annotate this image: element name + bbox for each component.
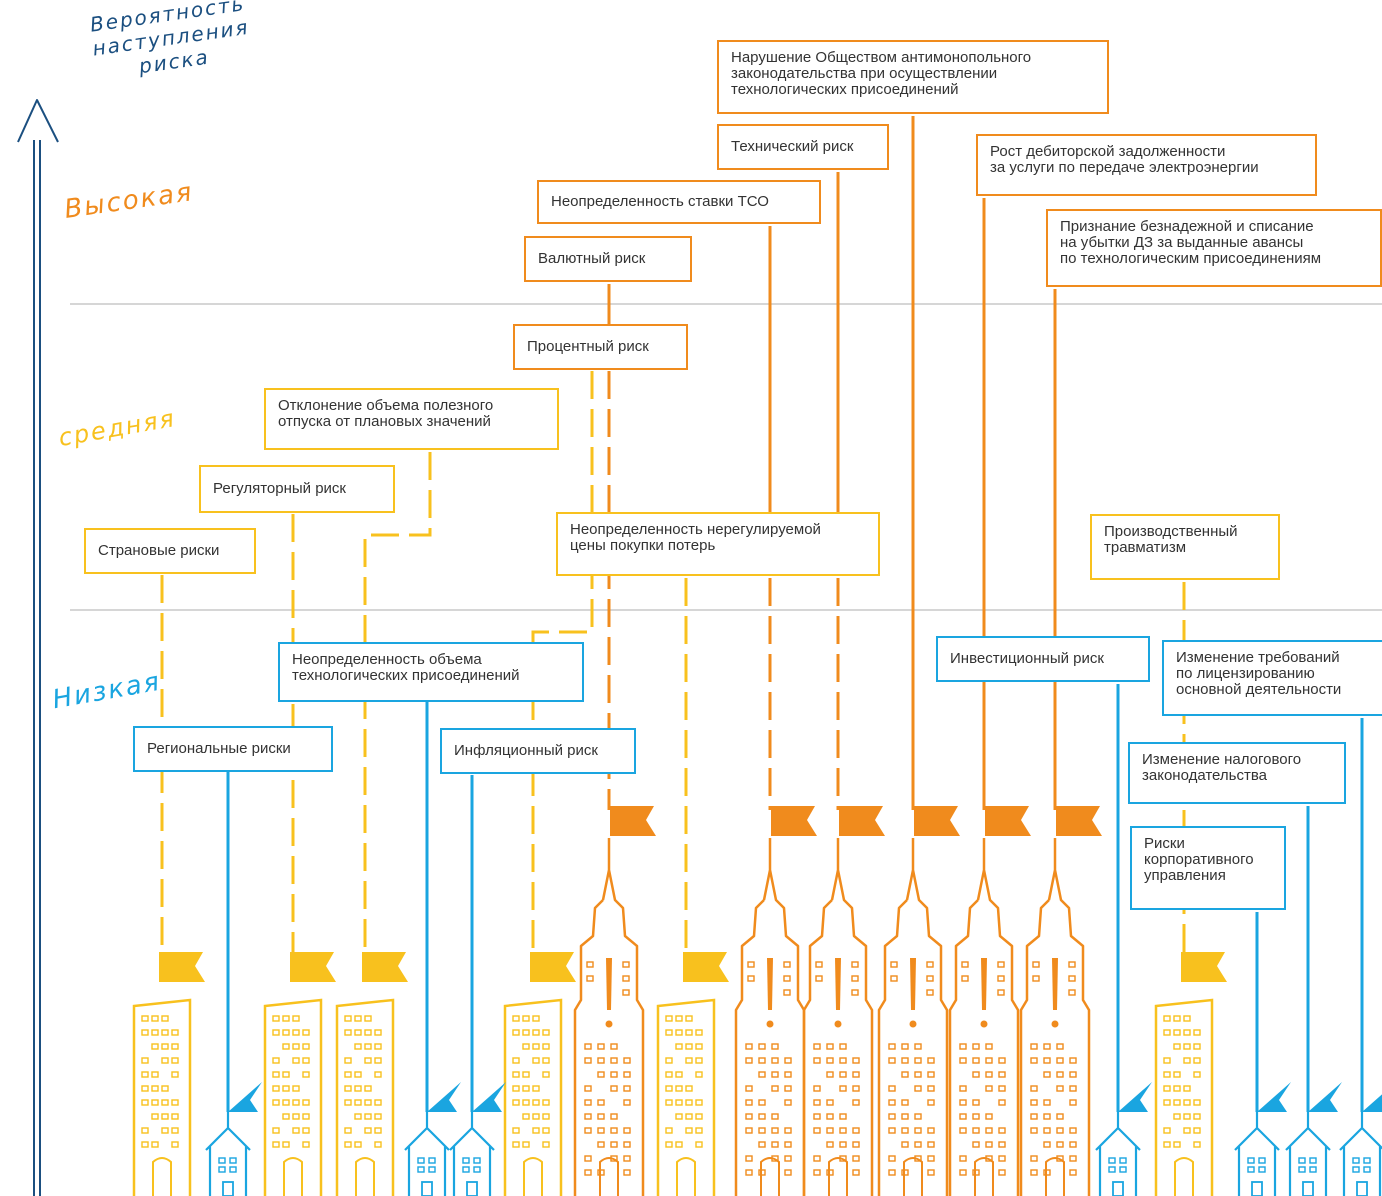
medium-flag xyxy=(1181,952,1227,982)
risk-label-line: технологических присоединений xyxy=(292,667,520,684)
risk-label-line: Инфляционный риск xyxy=(454,742,598,759)
risk-label-line: Инвестиционный риск xyxy=(950,650,1104,667)
risk-box-regional: Региональные риски xyxy=(133,726,333,772)
high-flag xyxy=(839,806,885,836)
high-flag xyxy=(985,806,1031,836)
risk-label-line: отпуска от плановых значений xyxy=(278,413,491,430)
risk-label-line: Регуляторный риск xyxy=(213,480,346,497)
low-risk-house xyxy=(1285,1112,1331,1196)
low-flag xyxy=(1308,1082,1342,1112)
risk-label-line: законодательства xyxy=(1142,767,1267,784)
medium-risk-building xyxy=(335,998,395,1196)
risk-label-line: Неопределенность объема xyxy=(292,651,482,668)
risk-label-line: Региональные риски xyxy=(147,740,291,757)
low-flag xyxy=(228,1082,262,1112)
medium-risk-building xyxy=(1154,998,1214,1196)
risk-label-line: Неопределенность ставки ТСО xyxy=(551,193,769,210)
medium-risk-building xyxy=(503,998,563,1196)
low-risk-house xyxy=(404,1112,450,1196)
high-flag xyxy=(610,806,656,836)
risk-label-line: Валютный риск xyxy=(538,250,646,267)
high-flag xyxy=(771,806,817,836)
medium-flag xyxy=(159,952,205,982)
risk-box-regulatory: Регуляторный риск xyxy=(199,465,395,513)
risk-label-line: Процентный риск xyxy=(527,338,649,355)
low-flag xyxy=(472,1082,506,1112)
risk-label-line: Технический риск xyxy=(731,138,854,155)
risk-label-line: технологических присоединений xyxy=(731,81,959,98)
axis-arrow xyxy=(17,99,59,1196)
risk-label-line: Признание безнадежной и списание xyxy=(1060,218,1314,235)
medium-flag xyxy=(362,952,408,982)
low-risk-house xyxy=(1339,1112,1382,1196)
risk-box-tso-rate: Неопределенность ставки ТСО xyxy=(537,180,821,224)
risk-label-line: Отклонение объема полезного xyxy=(278,397,494,414)
medium-risk-building xyxy=(132,998,192,1196)
high-flag xyxy=(914,806,960,836)
risk-label-line: управления xyxy=(1144,867,1226,884)
risk-label-line: за услуги по передаче электроэнергии xyxy=(990,159,1259,176)
risk-label-line: Производственный xyxy=(1104,523,1238,540)
high-risk-tower xyxy=(948,838,1020,1196)
risk-box-currency: Валютный риск xyxy=(524,236,692,282)
risk-box-technical: Технический риск xyxy=(717,124,889,170)
risk-label-line: законодательства при осуществлении xyxy=(731,65,998,82)
low-flag xyxy=(1118,1082,1152,1112)
high-risk-tower xyxy=(734,838,806,1196)
risk-label-line: Неопределенность нерегулируемой xyxy=(570,521,821,538)
risk-label-line: по технологическим присоединениям xyxy=(1060,250,1322,267)
low-risk-house xyxy=(1234,1112,1280,1196)
low-flag xyxy=(1362,1094,1382,1112)
medium-risk-building xyxy=(263,998,323,1196)
medium-flag xyxy=(530,952,576,982)
risk-label-line: корпоративного xyxy=(1144,851,1254,868)
low-flag xyxy=(427,1082,461,1112)
risk-label-line: Нарушение Обществом антимонопольного xyxy=(731,49,1032,66)
risk-box-interest: Процентный риск xyxy=(513,324,688,370)
high-risk-tower xyxy=(573,838,645,1196)
high-risk-tower xyxy=(877,838,949,1196)
risk-label-line: цены покупки потерь xyxy=(570,537,716,554)
risk-label-line: Изменение требований xyxy=(1176,649,1340,666)
high-risk-tower xyxy=(802,838,874,1196)
high-risk-tower xyxy=(1019,838,1091,1196)
risk-label-line: Риски xyxy=(1144,835,1185,852)
low-flag xyxy=(1257,1082,1291,1112)
risk-label-line: Изменение налогового xyxy=(1142,751,1302,768)
medium-flag xyxy=(290,952,336,982)
low-risk-house xyxy=(449,1112,495,1196)
medium-flag xyxy=(683,952,729,982)
connector-line xyxy=(531,371,594,958)
risk-label-line: Рост дебиторской задолженности xyxy=(990,143,1226,160)
risk-label-line: на убытки ДЗ за выданные авансы xyxy=(1060,234,1304,251)
connector-line xyxy=(363,452,432,958)
risk-label-line: по лицензированию xyxy=(1176,665,1315,682)
risk-box-investment: Инвестиционный риск xyxy=(936,636,1150,682)
low-risk-house xyxy=(1095,1112,1141,1196)
risk-label-line: травматизм xyxy=(1104,539,1187,556)
risk-label-line: Страновые риски xyxy=(98,542,220,559)
high-flag xyxy=(1056,806,1102,836)
medium-risk-building xyxy=(656,998,716,1196)
low-risk-house xyxy=(205,1112,251,1196)
risk-box-country: Страновые риски xyxy=(84,528,256,574)
risk-label-line: основной деятельности xyxy=(1176,681,1342,698)
risk-box-inflation: Инфляционный риск xyxy=(440,728,636,774)
